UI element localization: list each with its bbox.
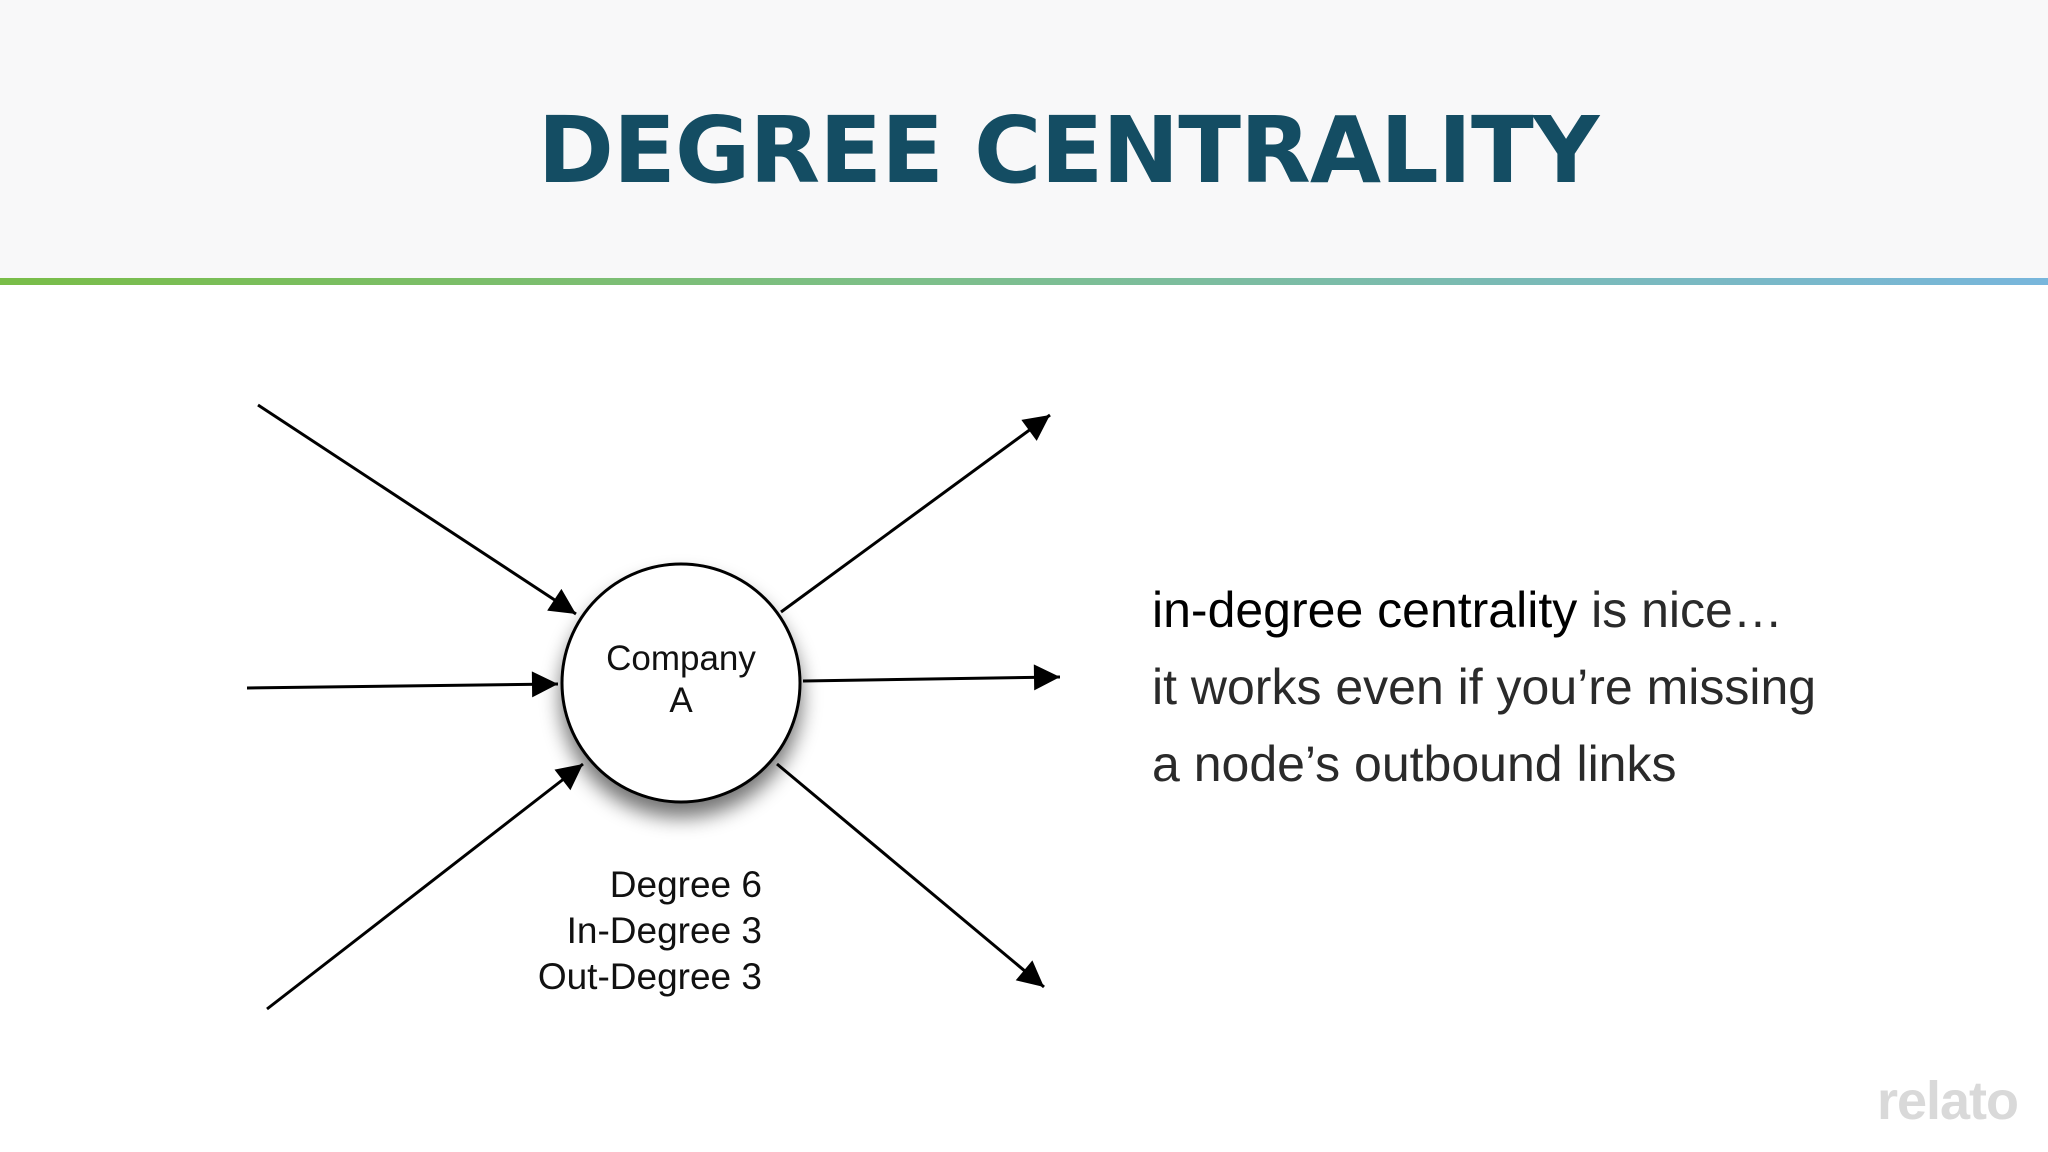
incoming-edge-top <box>257 403 577 616</box>
page-title: DEGREE CENTRALITY <box>537 97 1600 204</box>
relato-logo: relato <box>1876 1071 2019 1131</box>
node-label-line2: A <box>669 681 693 720</box>
outgoing-edge-top <box>780 413 1051 614</box>
node-label: Company A <box>561 638 801 722</box>
node-label-line1: Company <box>606 639 756 678</box>
caption-line-3: a node’s outbound links <box>1152 736 1677 792</box>
outgoing-edge-bottom <box>776 762 1045 989</box>
caption-emphasis: in-degree centrality <box>1152 582 1578 638</box>
caption-line-2: it works even if you’re missing <box>1152 659 1817 715</box>
header-band <box>0 0 2048 278</box>
stat-degree: Degree 6 <box>609 864 762 905</box>
outgoing-edge-middle <box>802 664 1061 691</box>
caption-text: in-degree centrality is nice… it works e… <box>1152 572 1972 803</box>
gradient-divider <box>0 278 2048 285</box>
company-node <box>560 562 802 804</box>
stat-in-degree: In-Degree 3 <box>566 910 762 951</box>
caption-line-1: in-degree centrality is nice… <box>1152 572 1972 649</box>
caption-line-1-rest: is nice… <box>1577 582 1783 638</box>
stat-out-degree: Out-Degree 3 <box>537 956 762 997</box>
incoming-edge-bottom <box>266 762 584 1011</box>
degree-stats: Degree 6 In-Degree 3 Out-Degree 3 <box>460 862 762 1000</box>
incoming-edge-middle <box>246 671 559 698</box>
